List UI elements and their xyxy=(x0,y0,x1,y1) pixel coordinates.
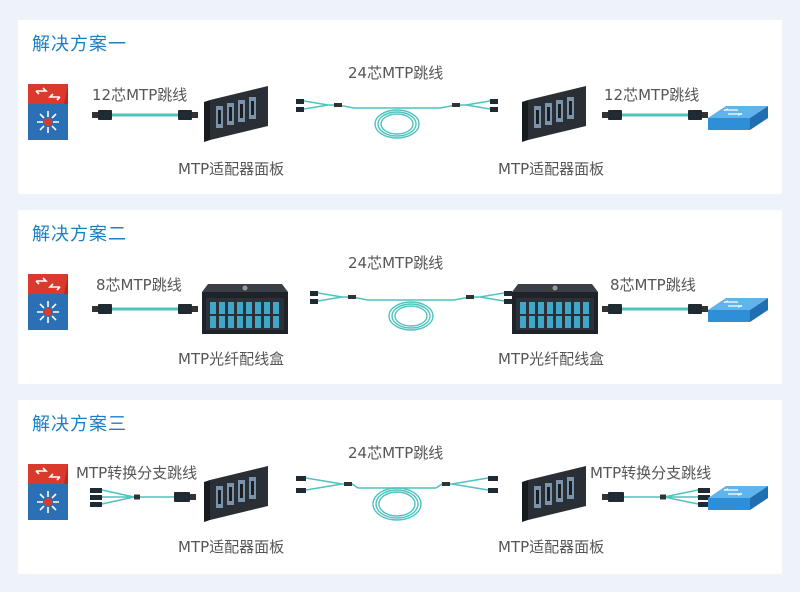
core-router-icon xyxy=(28,84,68,140)
trunk-cable-label: 24芯MTP跳线 xyxy=(348,64,444,82)
mtp-patch-cable-icon xyxy=(602,110,708,120)
left-cable-label: MTP转换分支跳线 xyxy=(76,464,198,482)
right-cable-label: 12芯MTP跳线 xyxy=(604,86,700,104)
mtp-patch-cable-icon xyxy=(602,304,708,314)
right-cable-label: MTP转换分支跳线 xyxy=(590,464,712,482)
solution-title: 解决方案三 xyxy=(32,414,127,435)
solution-title: 解决方案一 xyxy=(32,34,127,55)
trunk-cable-icon xyxy=(296,99,498,139)
mtp-breakout-cable-icon xyxy=(602,488,710,507)
network-switch-icon xyxy=(708,298,768,322)
network-switch-icon xyxy=(708,106,768,130)
solution-panel-1: 解决方案一 12芯MTP跳线 24芯MTP跳线 xyxy=(18,20,782,194)
solution-title: 解决方案二 xyxy=(32,224,127,245)
mtp-patch-cable-icon xyxy=(92,304,198,314)
network-switch-icon xyxy=(708,486,768,510)
mtp-patch-cable-icon xyxy=(92,110,198,120)
mtp-adapter-panel-icon xyxy=(204,466,268,522)
trunk-breakout-cable-icon xyxy=(296,476,498,521)
mtp-adapter-panel-icon xyxy=(204,86,268,142)
left-cable-label: 8芯MTP跳线 xyxy=(96,276,182,294)
right-device-label: MTP适配器面板 xyxy=(498,538,605,556)
solution-panel-3: 解决方案三 MTP转换分支跳线 24芯MTP跳线 xyxy=(18,400,782,574)
left-device-label: MTP光纤配线盒 xyxy=(178,350,285,368)
left-device-label: MTP适配器面板 xyxy=(178,160,285,178)
right-device-label: MTP光纤配线盒 xyxy=(498,350,605,368)
trunk-cable-label: 24芯MTP跳线 xyxy=(348,444,444,462)
solution-panel-2: 解决方案二 8芯MTP跳线 24芯MTP跳线 xyxy=(18,210,782,384)
left-device-label: MTP适配器面板 xyxy=(178,538,285,556)
mtp-fiber-cassette-icon xyxy=(512,284,598,334)
trunk-cable-icon xyxy=(310,291,512,331)
mtp-adapter-panel-icon xyxy=(522,86,586,142)
right-cable-label: 8芯MTP跳线 xyxy=(610,276,696,294)
trunk-cable-label: 24芯MTP跳线 xyxy=(348,254,444,272)
right-device-label: MTP适配器面板 xyxy=(498,160,605,178)
mtp-fiber-cassette-icon xyxy=(202,284,288,334)
core-router-icon xyxy=(28,274,68,330)
core-router-icon xyxy=(28,464,68,520)
mtp-adapter-panel-icon xyxy=(522,466,586,522)
left-cable-label: 12芯MTP跳线 xyxy=(92,86,188,104)
mtp-breakout-cable-icon xyxy=(90,488,196,507)
